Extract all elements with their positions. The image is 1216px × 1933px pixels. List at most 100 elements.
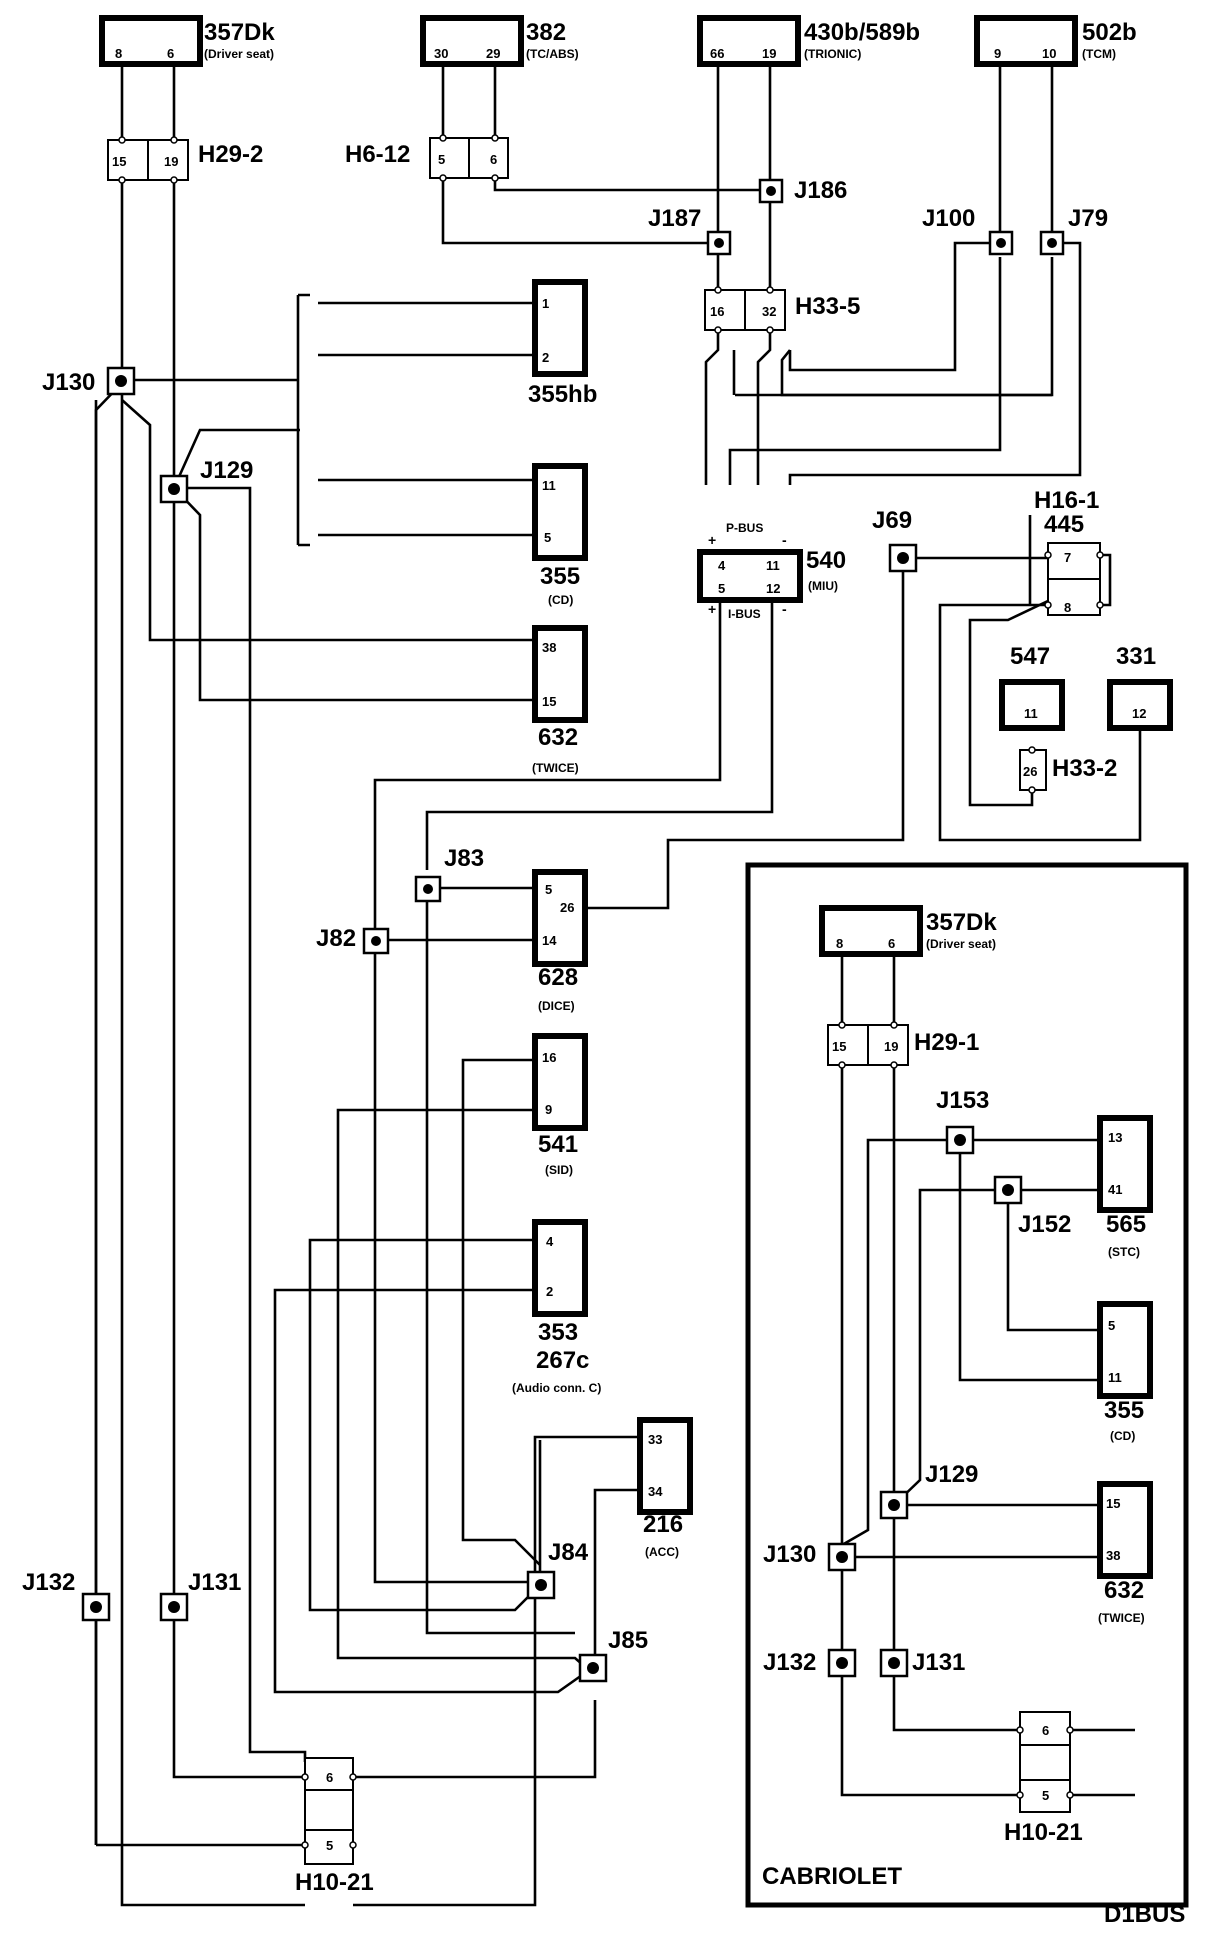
component-sub: (Driver seat) bbox=[204, 47, 274, 61]
svg-text:J129: J129 bbox=[200, 457, 253, 484]
pin-label: 12 bbox=[1132, 706, 1146, 721]
connector-name: H33-2 bbox=[1052, 755, 1117, 782]
junction-j85: J85 bbox=[578, 1627, 648, 1683]
component-name: 355hb bbox=[528, 381, 597, 408]
pin-label: 2 bbox=[546, 1284, 553, 1299]
junction-j69: J69 bbox=[872, 507, 918, 573]
polarity-plus: + bbox=[708, 532, 716, 548]
pin-label: 38 bbox=[542, 640, 556, 655]
pin-label: 5 bbox=[545, 882, 552, 897]
svg-text:J84: J84 bbox=[548, 1539, 589, 1566]
connector-name: H29-2 bbox=[198, 141, 263, 168]
component-357dk-cab: 8 6 357Dk (Driver seat) bbox=[819, 905, 997, 957]
svg-text:J83: J83 bbox=[444, 845, 484, 872]
component-sub: (SID) bbox=[545, 1163, 573, 1177]
pin-label: 11 bbox=[542, 478, 556, 493]
connector-h29-1: 15 19 H29-1 bbox=[827, 1021, 979, 1069]
connector-h10-21-cab: 6 5 H10-21 bbox=[1004, 1711, 1083, 1846]
pin-label: 5 bbox=[544, 530, 551, 545]
component-name: 357Dk bbox=[926, 909, 997, 936]
component-632-main: 38 15 632 (TWICE) bbox=[532, 625, 588, 775]
component-sub: (Driver seat) bbox=[926, 937, 996, 951]
pin-label: 10 bbox=[1042, 46, 1056, 61]
component-name: 547 bbox=[1010, 643, 1050, 670]
component-sub: (CD) bbox=[1110, 1429, 1135, 1443]
component-name: 331 bbox=[1116, 643, 1156, 670]
pin-label: 19 bbox=[884, 1039, 898, 1054]
component-sub: (CD) bbox=[548, 593, 573, 607]
component-name: 355 bbox=[1104, 1397, 1144, 1424]
pin-label: 15 bbox=[832, 1039, 846, 1054]
junction-j132-cab: J132 bbox=[763, 1648, 857, 1678]
svg-text:J131: J131 bbox=[912, 1649, 965, 1676]
svg-text:J186: J186 bbox=[794, 177, 847, 204]
component-sub: (MIU) bbox=[808, 579, 838, 593]
pin-label: 2 bbox=[542, 350, 549, 365]
svg-text:J82: J82 bbox=[316, 925, 356, 952]
component-628: 5 26 14 628 (DICE) bbox=[532, 869, 588, 1013]
pin-label: 5 bbox=[1042, 1788, 1049, 1803]
pin-label: 8 bbox=[115, 46, 122, 61]
junctions: J186 J187 J100 J79 J130 J129 bbox=[22, 177, 1108, 1683]
connector-name: H10-21 bbox=[1004, 1819, 1083, 1846]
connector-name: H33-5 bbox=[795, 293, 860, 320]
component-sub: (TWICE) bbox=[1098, 1611, 1145, 1625]
pin-label: 19 bbox=[164, 154, 178, 169]
component-name: 632 bbox=[538, 724, 578, 751]
component-sub: (TRIONIC) bbox=[804, 47, 861, 61]
wires bbox=[94, 55, 1142, 1907]
connector-name: H16-1 bbox=[1034, 487, 1099, 514]
pin-label: 9 bbox=[545, 1102, 552, 1117]
component-name: 216 bbox=[643, 1511, 683, 1538]
svg-text:J131: J131 bbox=[188, 1569, 241, 1596]
junction-j83: J83 bbox=[414, 845, 484, 903]
svg-text:J187: J187 bbox=[648, 205, 701, 232]
polarity-minus: - bbox=[782, 532, 787, 548]
pin-label: 15 bbox=[112, 154, 126, 169]
junction-j79: J79 bbox=[1039, 205, 1108, 256]
svg-text:J132: J132 bbox=[763, 1649, 816, 1676]
pin-label: 41 bbox=[1108, 1182, 1122, 1197]
pin-label: 34 bbox=[648, 1484, 663, 1499]
component-353: 4 2 353 267c (Audio conn. C) bbox=[512, 1219, 601, 1395]
pin-label: 26 bbox=[1023, 764, 1037, 779]
component-name: 445 bbox=[1044, 511, 1084, 538]
component-357dk-top: 8 6 357Dk (Driver seat) bbox=[99, 15, 275, 67]
junction-j132: J132 bbox=[22, 1569, 111, 1622]
component-632-cab: 15 38 632 (TWICE) bbox=[1097, 1481, 1153, 1625]
pin-label: 4 bbox=[718, 558, 726, 573]
component-name: 382 bbox=[526, 19, 566, 46]
pin-label: 5 bbox=[718, 581, 725, 596]
svg-text:J153: J153 bbox=[936, 1087, 989, 1114]
svg-text:J152: J152 bbox=[1018, 1211, 1071, 1238]
pin-label: 9 bbox=[994, 46, 1001, 61]
junction-j82: J82 bbox=[316, 925, 390, 955]
connector-name: H6-12 bbox=[345, 141, 410, 168]
junction-j84: J84 bbox=[526, 1539, 589, 1600]
component-355-cab: 5 11 355 (CD) bbox=[1097, 1301, 1153, 1443]
pin-label: 16 bbox=[542, 1050, 556, 1065]
pin-label: 15 bbox=[542, 694, 556, 709]
pin-label: 8 bbox=[1064, 600, 1071, 615]
junction-j186: J186 bbox=[758, 177, 847, 204]
component-331: 12 331 bbox=[1107, 643, 1173, 731]
pin-label: 4 bbox=[546, 1234, 554, 1249]
bus-label-p: P-BUS bbox=[726, 521, 763, 535]
junction-j131-cab: J131 bbox=[879, 1648, 965, 1678]
component-name: 632 bbox=[1104, 1577, 1144, 1604]
junction-j100: J100 bbox=[922, 205, 1014, 256]
pin-label: 11 bbox=[766, 558, 780, 573]
component-355-main: 11 5 355 (CD) bbox=[532, 463, 588, 607]
pin-label: 38 bbox=[1106, 1548, 1120, 1563]
component-name: 430b/589b bbox=[804, 19, 920, 46]
junction-j152: J152 bbox=[993, 1175, 1071, 1238]
component-name: 540 bbox=[806, 547, 846, 574]
pin-label: 11 bbox=[1024, 706, 1038, 721]
pin-label: 12 bbox=[766, 581, 780, 596]
pin-label: 16 bbox=[710, 304, 724, 319]
component-502b: 9 10 502b (TCM) bbox=[974, 15, 1137, 67]
component-540: 4 11 5 12 P-BUS I-BUS + - + - 540 (MIU) bbox=[697, 521, 846, 621]
connector-h29-2: 15 19 H29-2 bbox=[107, 136, 263, 184]
junction-j131: J131 bbox=[159, 1569, 241, 1622]
svg-text:J130: J130 bbox=[42, 369, 95, 396]
